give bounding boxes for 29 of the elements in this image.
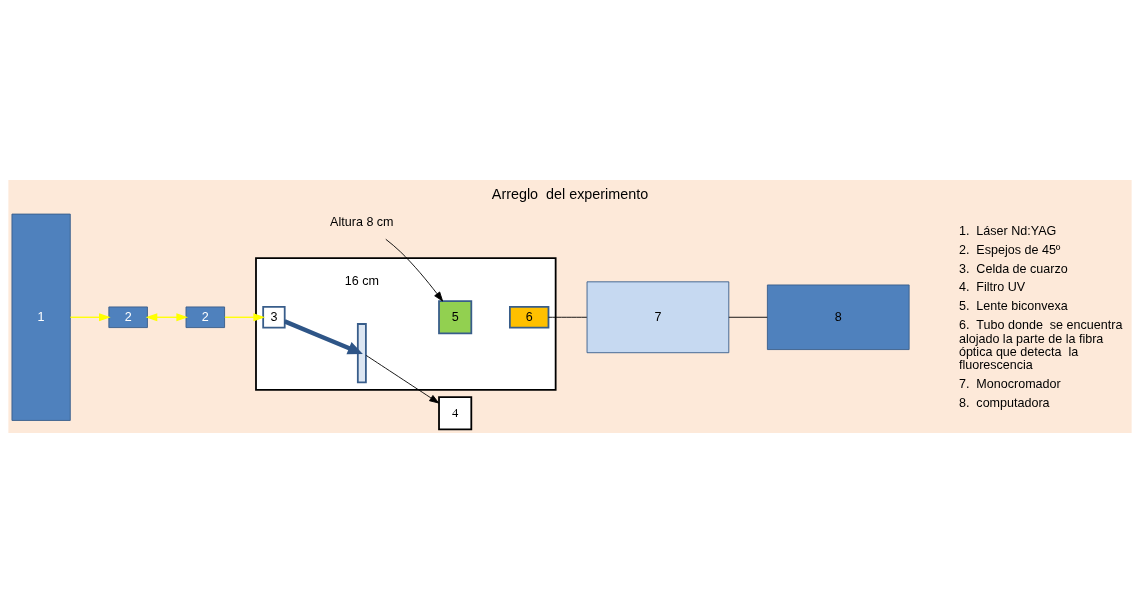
- arrow: [69, 313, 111, 322]
- node-box: 6: [509, 306, 550, 329]
- arrow: [365, 355, 440, 404]
- label: 16 cm: [344, 273, 379, 288]
- node-text: Altura 8 cm: [330, 215, 394, 230]
- node-box: 1: [11, 213, 71, 421]
- label: 7. Monocromador: [958, 377, 1061, 392]
- label: 1. Láser Nd:YAG: [958, 223, 1057, 238]
- arrow: [224, 313, 266, 322]
- label: 4. Filtro UV: [958, 280, 1026, 295]
- label: 6. Tubo donde se encuentra alojado la parte de la fibra óptica que detecta la fluorescencia: [958, 318, 1123, 373]
- node-box: 8: [766, 284, 910, 350]
- node-box: 4: [438, 396, 473, 431]
- connector: [548, 316, 588, 318]
- label: 2. Espejos de 45º: [958, 242, 1061, 257]
- node-box: 2: [185, 306, 226, 329]
- label: 3. Celda de cuarzo: [958, 261, 1068, 276]
- node-box: 2: [108, 306, 148, 329]
- arrow: [145, 313, 189, 322]
- node-bar: [356, 323, 367, 384]
- connector: [728, 316, 768, 318]
- node-box: 7: [586, 281, 730, 354]
- label: 8. computadora: [958, 396, 1050, 411]
- arrow: [385, 238, 444, 302]
- node-box: 3: [262, 306, 286, 329]
- arrow: [283, 319, 363, 355]
- node-box: 5: [438, 300, 473, 335]
- label: 5. Lente biconvexa: [958, 299, 1068, 314]
- diagram-title: Arreglo del experimento: [491, 185, 649, 202]
